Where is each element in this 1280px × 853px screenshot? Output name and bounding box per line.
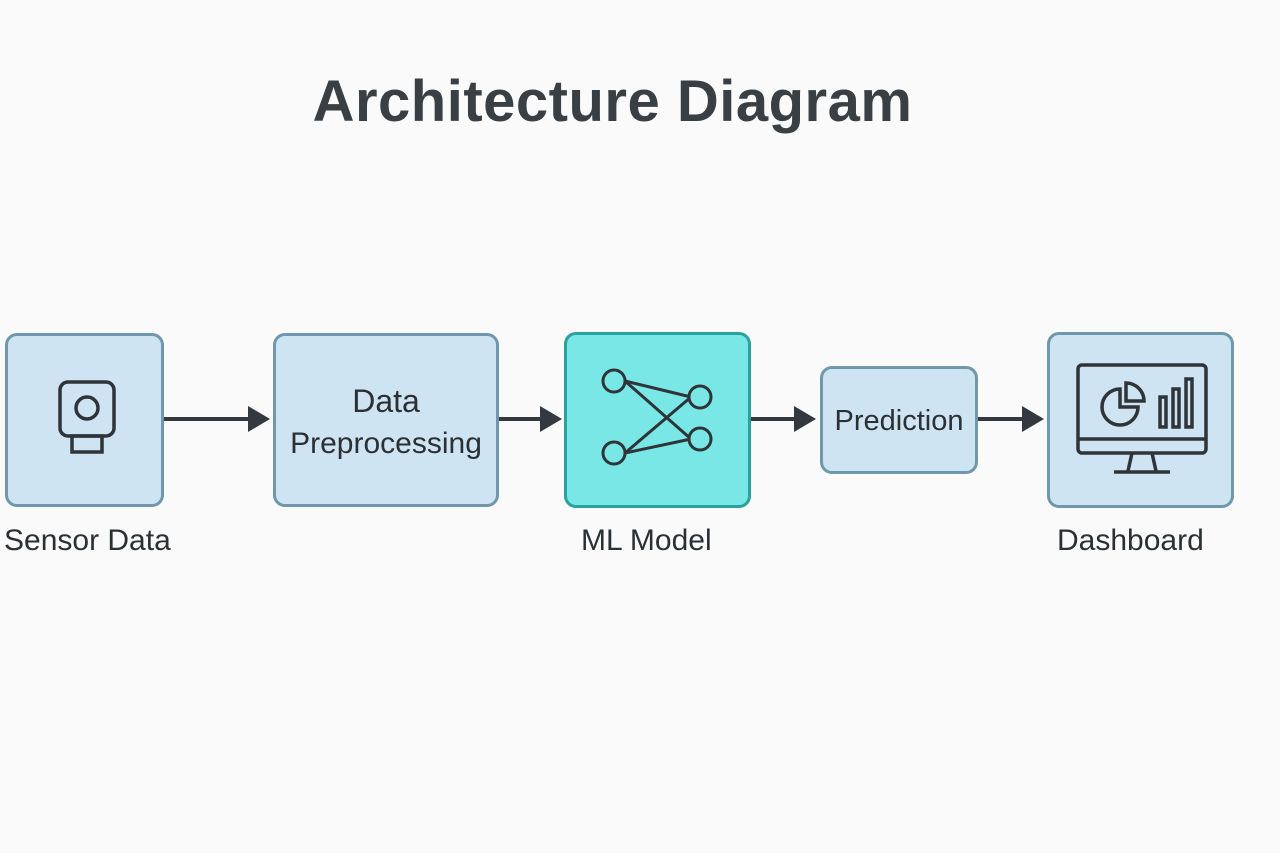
arrow-model-to-prediction [751,406,816,432]
monitor-dashboard-icon [1076,363,1208,474]
camera-icon [58,380,116,454]
arrow-sensor-to-preprocess [164,406,270,432]
node-prediction: Prediction [820,366,978,474]
diagram-title: Architecture Diagram [312,69,913,134]
node-data-preprocessing: Data Preprocessing [273,333,499,507]
arrow-prediction-to-dashboard [978,406,1044,432]
caption-sensor-data: Sensor Data [4,524,171,557]
node-ml-model [564,332,751,508]
caption-dashboard: Dashboard [1057,524,1204,557]
preprocessing-label-line2: Preprocessing [290,427,482,460]
arrow-preprocess-to-model [499,406,562,432]
node-sensor-data [5,333,164,507]
caption-ml-model: ML Model [581,524,712,557]
prediction-label: Prediction [834,405,964,437]
preprocessing-label-line1: Data [352,383,420,419]
neural-network-icon [601,368,713,466]
node-dashboard [1047,332,1234,508]
